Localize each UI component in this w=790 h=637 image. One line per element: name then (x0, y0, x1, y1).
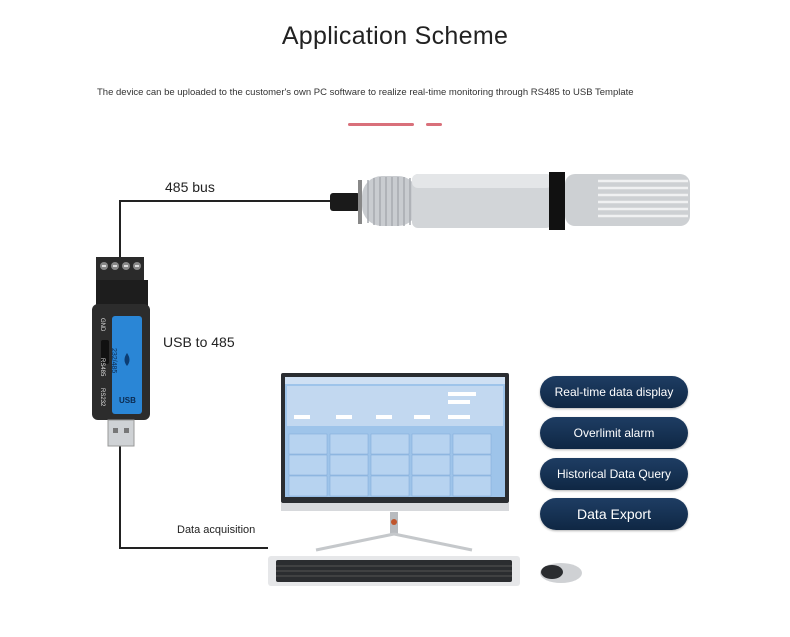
acquisition-label: Data acquisition (177, 524, 256, 536)
usb-485-converter (92, 257, 150, 447)
keyboard (268, 556, 520, 586)
converter-side-text: GND RS485 RS232 (95, 318, 107, 414)
feature-data-export: Data Export (540, 498, 688, 530)
converter-side-text-2: RS485 (99, 358, 105, 377)
converter-usb-text: USB (119, 396, 136, 405)
bus-wire (119, 200, 340, 262)
bus-label: 485 bus (165, 179, 215, 195)
page-title: Application Scheme (281, 22, 509, 50)
acquisition-wire (119, 446, 268, 549)
pc-monitor (281, 373, 509, 552)
converter-brand-text: 232/485 (110, 348, 117, 374)
decorative-divider-long (348, 123, 414, 126)
feature-historical-query: Historical Data Query (540, 458, 688, 490)
feature-overlimit-alarm: Overlimit alarm (540, 417, 688, 449)
converter-label: USB to 485 (163, 334, 235, 350)
decorative-divider-short (426, 123, 442, 126)
converter-body-text: 232/485 USB (110, 318, 141, 414)
converter-side-text-1: GND (99, 318, 105, 332)
sensor-probe (330, 172, 690, 230)
page-subtitle: The device can be uploaded to the custom… (97, 87, 634, 98)
feature-realtime-display: Real-time data display (540, 376, 688, 408)
mouse (540, 563, 582, 583)
converter-side-text-3: RS232 (99, 388, 105, 407)
